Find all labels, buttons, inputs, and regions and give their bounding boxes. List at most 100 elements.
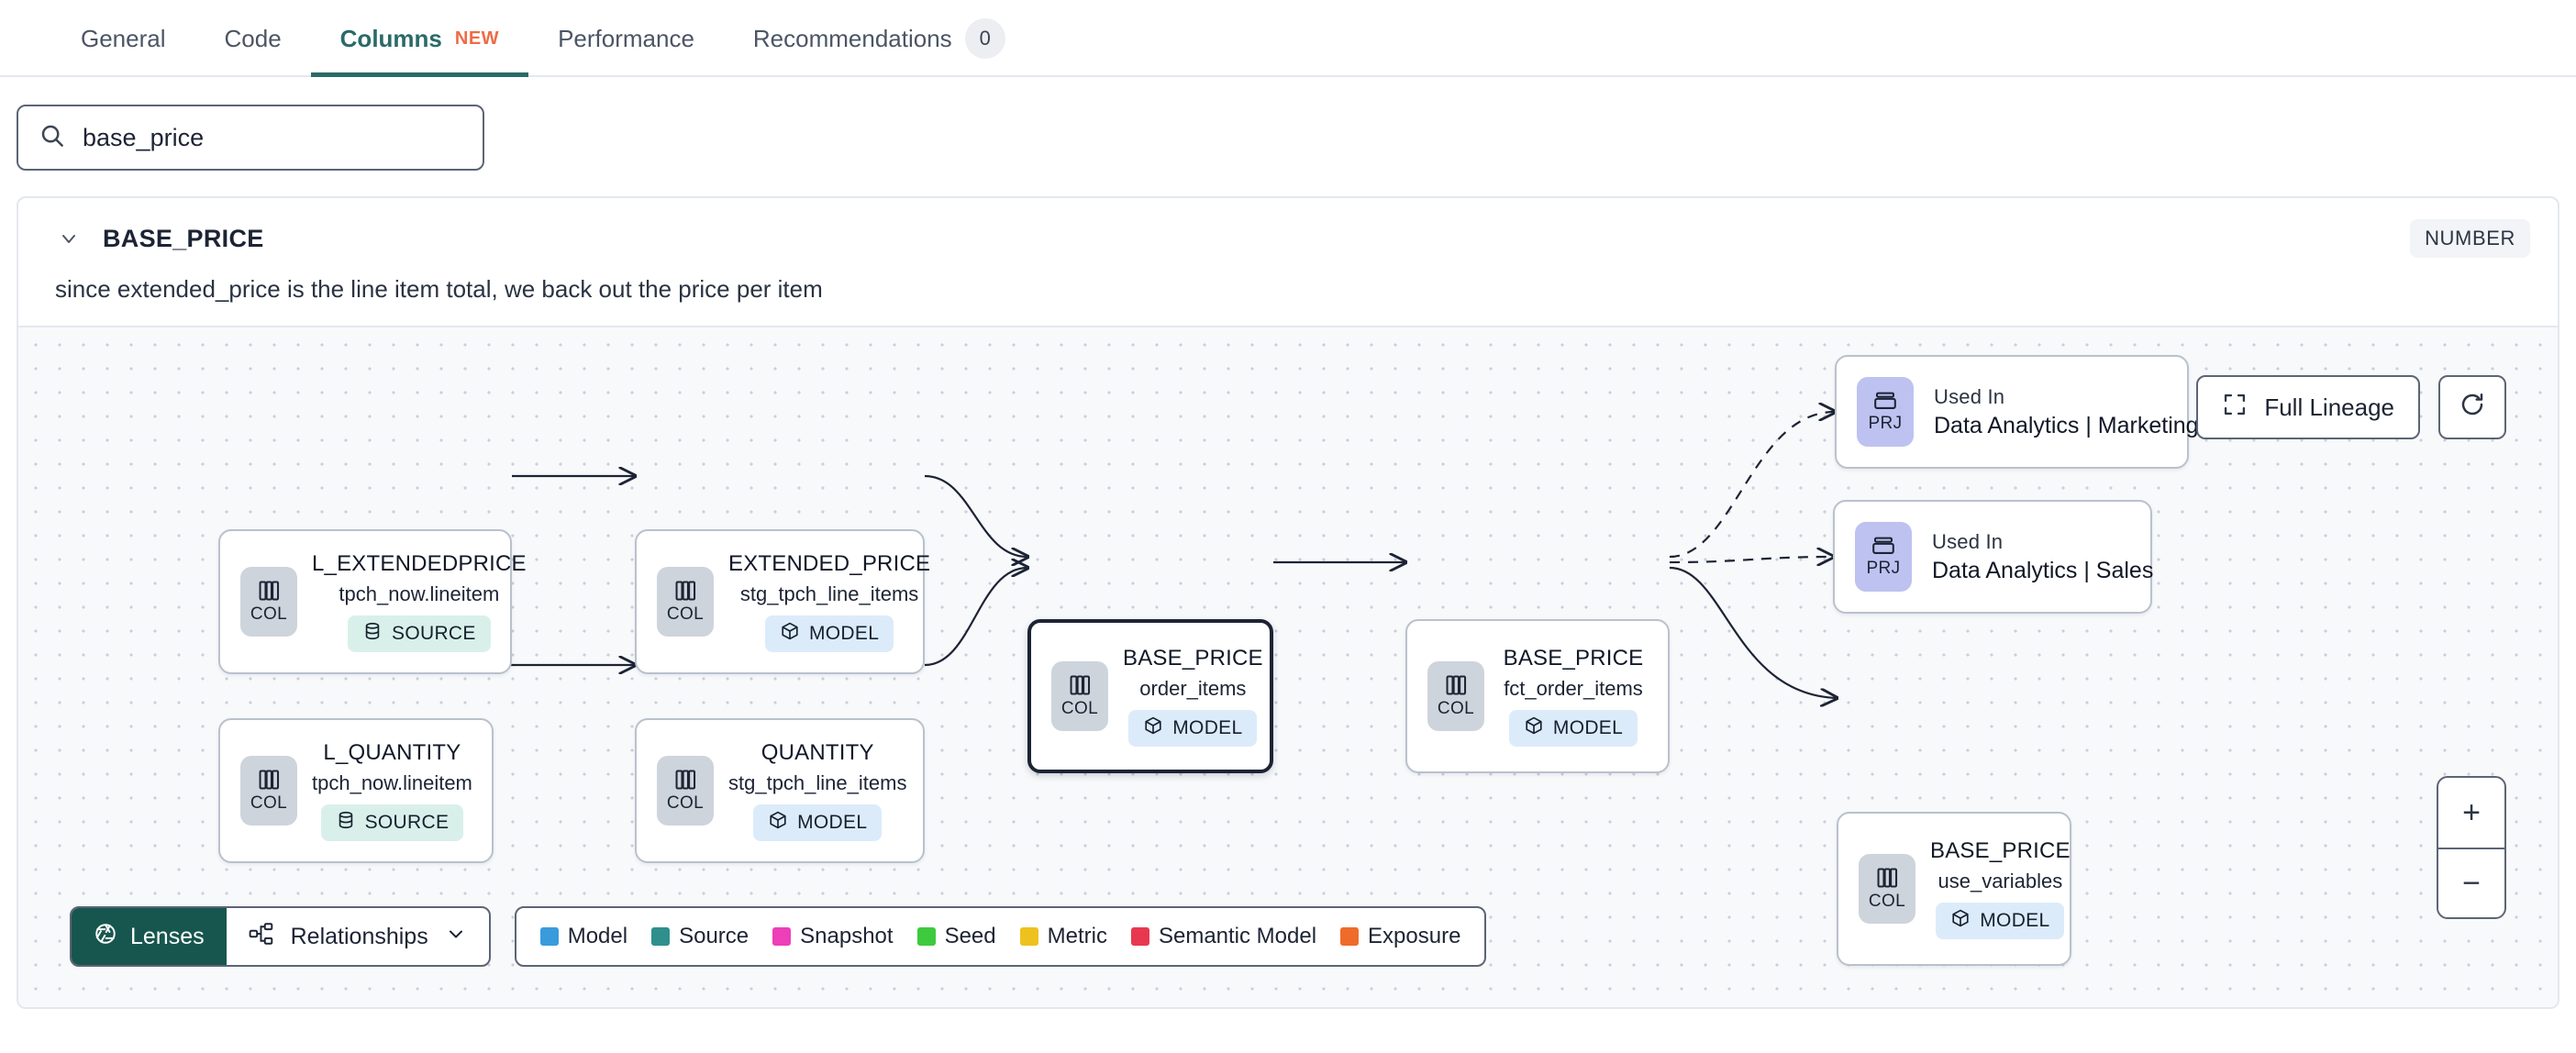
prj-icon-label: PRJ (1866, 559, 1901, 578)
search-input-value: base_price (83, 123, 205, 151)
col-icon-label: COL (1868, 892, 1906, 911)
node-used-in-label: Used In (1934, 384, 2005, 408)
legend-item-model: Model (539, 924, 628, 949)
lenses-button[interactable]: Lenses (72, 908, 227, 965)
zoom-out-button[interactable]: − (2438, 848, 2504, 917)
relationships-dropdown[interactable]: Relationships (227, 908, 489, 965)
node-subtitle: fct_order_items (1504, 677, 1643, 700)
column-detail-card: BASE_PRICE NUMBER since extended_price i… (17, 196, 2559, 1009)
refresh-button[interactable] (2438, 375, 2506, 439)
chevron-down-icon (445, 923, 467, 951)
tab-general[interactable]: General (51, 0, 195, 77)
refresh-icon (2459, 391, 2486, 425)
legend-item-snapshot: Snapshot (772, 924, 894, 949)
col-icon-label: COL (666, 793, 705, 813)
legend-label-snapshot: Snapshot (800, 924, 894, 948)
node-project-name: Data Analytics | Sales (1932, 557, 2154, 583)
legend-swatch-model (539, 927, 559, 946)
prj-icon: PRJ (1855, 522, 1912, 592)
lineage-node-base-price-order-items[interactable]: COL BASE_PRICE order_items MODEL (1027, 619, 1273, 773)
node-subtitle: stg_tpch_line_items (728, 771, 907, 794)
lenses-relationships-group: Lenses Relationships (70, 906, 491, 967)
node-used-in-label: Used In (1932, 529, 2004, 553)
lineage-node-project-sales[interactable]: PRJ Used In Data Analytics | Sales (1833, 500, 2153, 614)
legend-label-source: Source (679, 924, 749, 948)
expand-icon (2222, 392, 2248, 424)
node-type-label: SOURCE (392, 623, 476, 644)
node-body: Used In Data Analytics | Marketing (1914, 376, 2219, 449)
node-type-label: MODEL (1172, 717, 1243, 738)
legend-label-seed: Seed (944, 924, 996, 948)
legend-label-metric: Metric (1047, 924, 1107, 948)
col-icon: COL (1051, 661, 1108, 731)
relationships-label: Relationships (290, 923, 428, 949)
cube-icon (1524, 715, 1544, 741)
full-lineage-label: Full Lineage (2264, 393, 2394, 421)
legend-swatch-snapshot (772, 927, 792, 946)
node-type-pill: SOURCE (320, 804, 464, 841)
node-body: L_EXTENDEDPRICE tpch_now.lineitem SOURCE (297, 542, 547, 661)
tab-performance[interactable]: Performance (528, 0, 724, 77)
node-body: L_QUANTITY tpch_now.lineitem SOURCE (297, 731, 493, 850)
tab-recommendations-label: Recommendations (752, 24, 952, 52)
column-description: since extended_price is the line item to… (55, 275, 823, 303)
zoom-in-button[interactable]: + (2462, 794, 2481, 830)
node-name: EXTENDED_PRICE (728, 551, 931, 576)
tab-code[interactable]: Code (195, 0, 311, 77)
node-type-label: SOURCE (364, 812, 450, 833)
node-name: L_EXTENDEDPRICE (312, 551, 527, 576)
legend-swatch-source (651, 927, 671, 946)
node-type-pill: MODEL (1128, 710, 1258, 747)
lineage-node-extended-price[interactable]: COL EXTENDED_PRICE stg_tpch_line_items M… (635, 529, 930, 674)
legend-item-metric: Metric (1019, 924, 1107, 949)
node-body: QUANTITY stg_tpch_line_items MODEL (714, 731, 927, 850)
lineage-node-l-quantity[interactable]: COL L_QUANTITY tpch_now.lineitem SOURCE (218, 718, 494, 863)
legend-swatch-exposure (1340, 927, 1360, 946)
tab-performance-label: Performance (558, 24, 694, 52)
legend-label-model: Model (567, 924, 628, 948)
legend-label-semantic-model: Semantic Model (1158, 924, 1317, 948)
lineage-canvas[interactable]: COL L_EXTENDEDPRICE tpch_now.lineitem SO… (18, 326, 2558, 1007)
node-type-pill: MODEL (1508, 710, 1638, 747)
tab-code-label: Code (224, 24, 282, 52)
chevron-down-icon[interactable] (55, 225, 83, 252)
col-icon-label: COL (1437, 699, 1475, 718)
hierarchy-icon (249, 922, 274, 952)
node-type-pill: MODEL (1936, 903, 2065, 939)
node-subtitle: tpch_now.lineitem (312, 771, 472, 794)
node-type-label: MODEL (1552, 717, 1624, 738)
lineage-node-project-marketing[interactable]: PRJ Used In Data Analytics | Marketing (1835, 355, 2199, 469)
search-input[interactable]: base_price (17, 105, 484, 171)
col-icon-label: COL (1060, 699, 1099, 718)
prj-icon-label: PRJ (1868, 414, 1903, 433)
cube-icon (1143, 715, 1163, 741)
legend-label-exposure: Exposure (1368, 924, 1461, 948)
page-title: BASE_PRICE (103, 224, 264, 252)
lineage-node-base-price-fct-order-items[interactable]: COL BASE_PRICE fct_order_items MODEL (1405, 619, 1670, 773)
cube-icon (768, 810, 788, 836)
lineage-node-base-price-use-variables[interactable]: COL BASE_PRICE use_variables MODEL (1837, 812, 2071, 966)
zoom-controls: + − (2437, 776, 2506, 919)
node-body: EXTENDED_PRICE stg_tpch_line_items MODEL (714, 542, 950, 661)
node-subtitle: tpch_now.lineitem (339, 582, 500, 605)
col-icon: COL (240, 756, 297, 826)
col-icon: COL (240, 567, 297, 637)
col-icon: COL (1427, 661, 1484, 731)
database-icon (362, 621, 383, 647)
tab-columns[interactable]: Columns NEW (310, 0, 529, 77)
cube-icon (780, 621, 800, 647)
lineage-node-quantity[interactable]: COL QUANTITY stg_tpch_line_items MODEL (635, 718, 925, 863)
lenses-label: Lenses (130, 923, 205, 949)
col-icon: COL (1859, 854, 1915, 924)
node-body: Used In Data Analytics | Sales (1912, 521, 2173, 593)
col-icon-label: COL (250, 604, 288, 624)
node-name: BASE_PRICE (1503, 646, 1644, 671)
full-lineage-button[interactable]: Full Lineage (2196, 375, 2420, 439)
node-type-label: MODEL (1980, 910, 2050, 931)
col-icon-label: COL (250, 793, 288, 813)
legend-swatch-metric (1019, 927, 1038, 946)
tab-recommendations[interactable]: Recommendations 0 (724, 0, 1035, 77)
column-header: BASE_PRICE NUMBER (18, 198, 2558, 258)
lineage-node-l-extendedprice[interactable]: COL L_EXTENDEDPRICE tpch_now.lineitem SO… (218, 529, 527, 674)
cube-icon (1950, 908, 1971, 934)
